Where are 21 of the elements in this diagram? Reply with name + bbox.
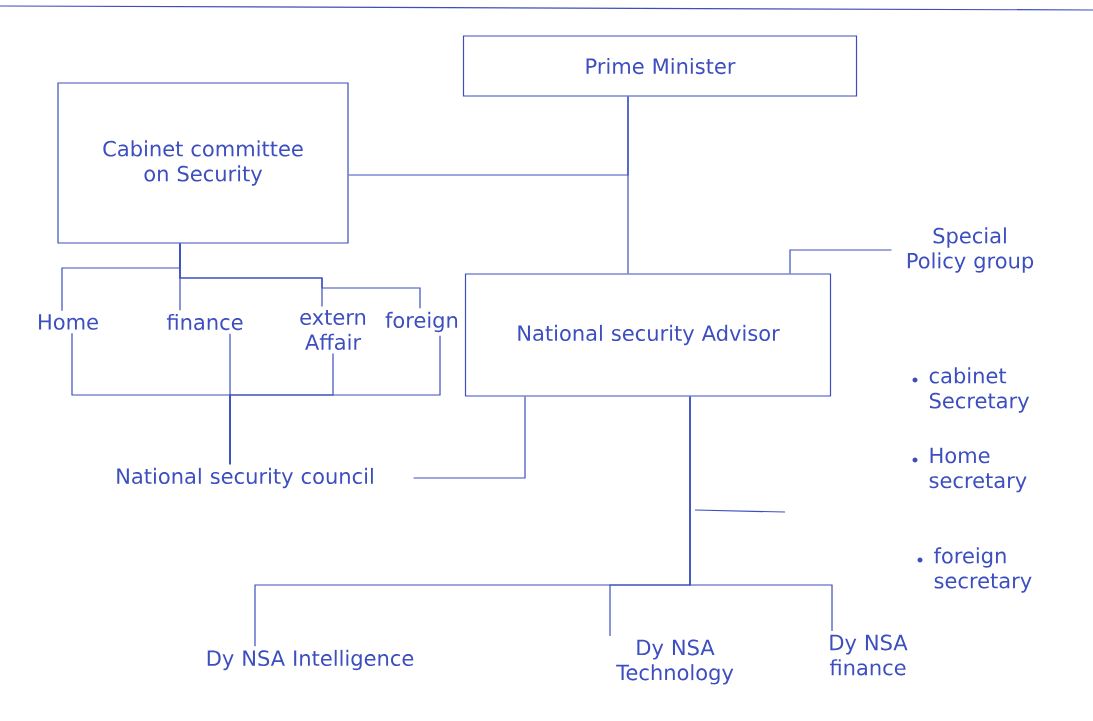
role-text: finance: [166, 313, 243, 331]
connector: [179, 243, 421, 309]
title-box: Prime Minister: [462, 35, 858, 97]
group-text: Special Policy group: [907, 227, 1034, 273]
bullet-item: foreign secretary: [917, 547, 1032, 593]
committee-box: Cabinet committee on Security: [57, 82, 349, 244]
bullet-item: cabinet Secretary: [912, 367, 1029, 413]
connector: [229, 335, 441, 465]
connector: [348, 96, 629, 176]
deputy-text: Dy NSA Intelligence: [207, 649, 414, 671]
council-text: National security council: [117, 467, 373, 489]
deputy-text: Dy NSA Technology: [616, 639, 734, 685]
deputy-text: Dy NSA finance: [829, 634, 908, 676]
connector: [689, 396, 833, 632]
role-text: foreign: [385, 311, 458, 333]
bullet-item: Home secretary: [912, 447, 1027, 493]
advisor-box: National security Advisor: [464, 273, 832, 397]
connector: [789, 249, 893, 274]
role-text: Home: [39, 314, 98, 330]
connector: [412, 396, 526, 479]
role-text: extern Affair: [300, 310, 366, 351]
